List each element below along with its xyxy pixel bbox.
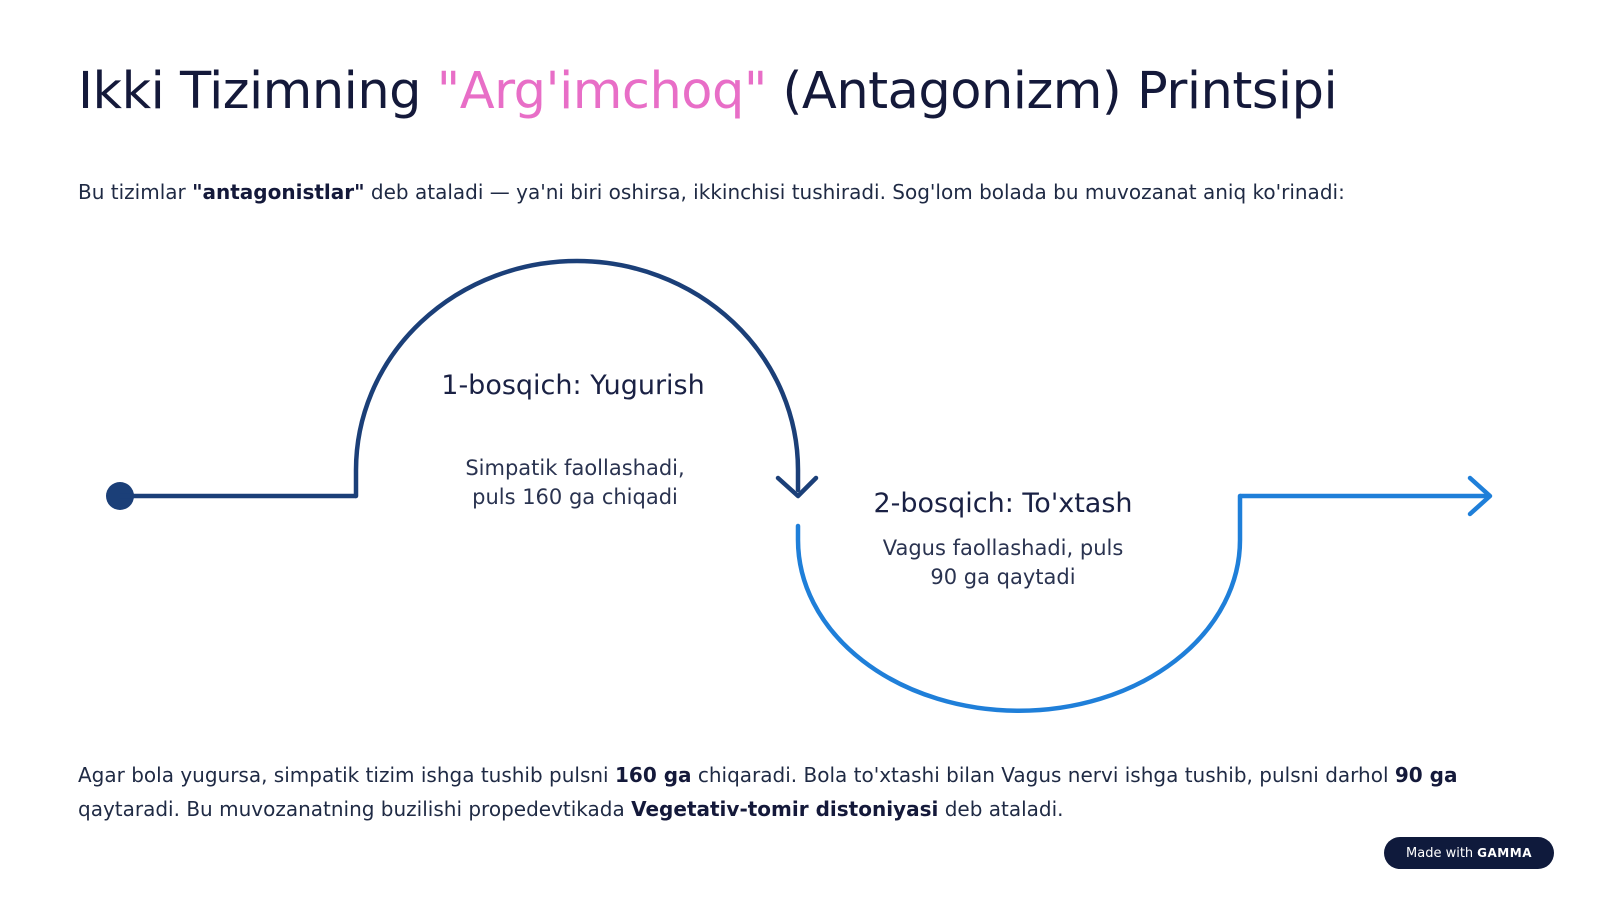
step1-desc-line1: Simpatik faollashadi,	[465, 456, 685, 480]
bottom-paragraph: Agar bola yugursa, simpatik tizim ishga …	[78, 758, 1518, 826]
bottom-bold3: Vegetativ-tomir distoniyasi	[631, 797, 939, 821]
bottom-part2: chiqaradi. Bola to'xtashi bilan Vagus ne…	[691, 763, 1395, 787]
step2-description: Vagus faollashadi, puls 90 ga qaytadi	[868, 534, 1138, 592]
badge-made-with: Made with	[1406, 845, 1474, 861]
step1-arc	[353, 258, 801, 499]
made-with-gamma-badge[interactable]: Made with GAMMA	[1384, 837, 1554, 869]
title-part2: (Antagonizm) Printsipi	[766, 62, 1338, 121]
bottom-bold1: 160 ga	[614, 763, 692, 787]
step2-title: 2-bosqich: To'xtash	[873, 488, 1133, 519]
intro-part1: Bu tizimlar	[78, 180, 193, 204]
bottom-part4: deb ataladi.	[938, 797, 1064, 821]
step1-title: 1-bosqich: Yugurish	[441, 370, 705, 401]
right-arrow-icon	[1467, 475, 1493, 517]
step2-arc	[795, 493, 1243, 713]
step1-description: Simpatik faollashadi, puls 160 ga chiqadi	[430, 454, 720, 512]
gamma-logo: GAMMA	[1477, 846, 1532, 860]
page-title: Ikki Tizimning "Arg'imchoq" (Antagonizm)…	[78, 62, 1338, 121]
intro-text: Bu tizimlar "antagonistlar" deb ataladi …	[78, 180, 1538, 204]
step2-desc-line1: Vagus faollashadi, puls	[882, 536, 1124, 560]
title-accent: "Arg'imchoq"	[436, 62, 768, 121]
step2-desc-line2: 90 ga qaytadi	[930, 565, 1076, 589]
title-part1: Ikki Tizimning	[78, 62, 437, 121]
step1-desc-line2: puls 160 ga chiqadi	[472, 485, 678, 509]
intro-part2: deb ataladi — ya'ni biri oshirsa, ikkinc…	[364, 180, 1345, 204]
bottom-bold2: 90 ga	[1394, 763, 1458, 787]
bottom-part3: qaytaradi. Bu muvozanatning buzilishi pr…	[78, 797, 632, 821]
down-arrow-icon	[775, 475, 819, 499]
bottom-part1: Agar bola yugursa, simpatik tizim ishga …	[78, 763, 615, 787]
intro-bold: "antagonistlar"	[192, 180, 365, 204]
